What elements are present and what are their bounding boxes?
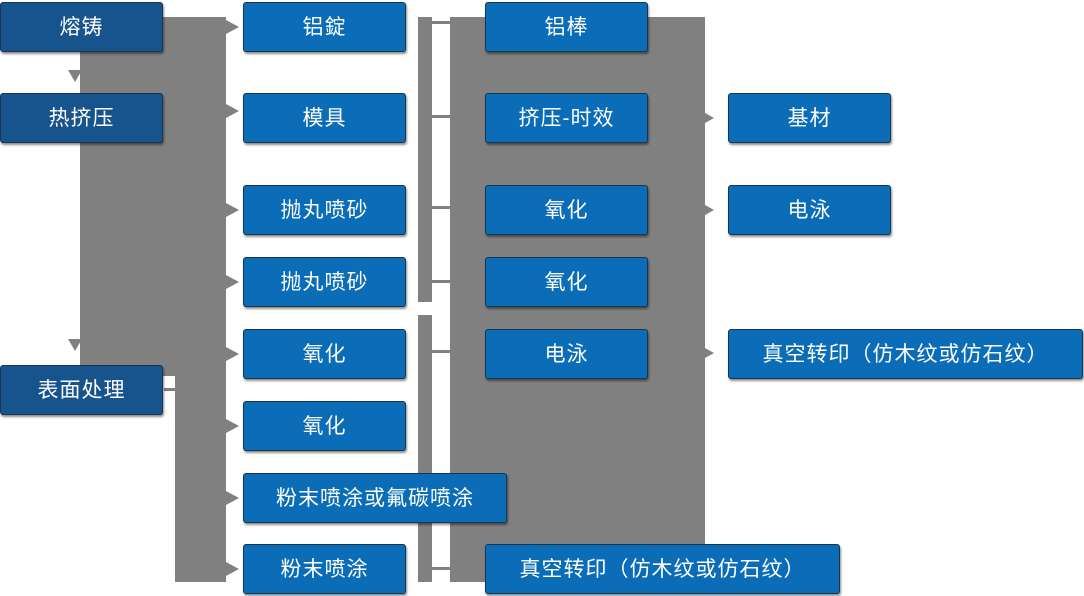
process-box-oxidation-2[interactable]: 氧化 — [485, 257, 648, 307]
connector-arrow-output-electrophoresis — [705, 205, 714, 215]
stage-box-hot-extrusion[interactable]: 热挤压 — [0, 93, 163, 143]
process-label-oxidation-1: 氧化 — [544, 198, 589, 222]
connector-arrow-input-6 — [226, 419, 239, 433]
input-box-oxidation-1[interactable]: 氧化 — [243, 329, 406, 379]
output-box-vacuum-transfer[interactable]: 真空转印（仿木纹或仿石纹） — [728, 329, 1083, 379]
process-label-aluminum-bar: 铝棒 — [544, 15, 589, 39]
connector-arrow-down-melt-to-extrusion — [68, 70, 82, 82]
stage-box-surface-treatment[interactable]: 表面处理 — [0, 365, 163, 415]
output-box-electrophoresis[interactable]: 电泳 — [728, 185, 891, 235]
input-box-shot-blast-1[interactable]: 抛丸喷砂 — [243, 185, 406, 235]
input-box-mold[interactable]: 模具 — [243, 93, 406, 143]
connector-tie-3 — [432, 206, 452, 209]
process-box-extrusion-aging[interactable]: 挤压-时效 — [485, 93, 648, 143]
stage-label-surface-treatment: 表面处理 — [37, 378, 126, 402]
connector-arrow-input-3 — [226, 203, 239, 217]
connector-trunk-upper — [80, 17, 226, 376]
connector-tie-1 — [432, 21, 452, 24]
process-box-vacuum-transfer[interactable]: 真空转印（仿木纹或仿石纹） — [485, 544, 840, 594]
stage-label-melt-cast: 熔铸 — [59, 15, 104, 39]
process-box-oxidation-1[interactable]: 氧化 — [485, 185, 648, 235]
process-label-oxidation-2: 氧化 — [544, 270, 589, 294]
connector-arrow-input-2 — [226, 104, 239, 118]
input-label-mold: 模具 — [302, 106, 347, 130]
input-label-powder-or-fluorocarbon: 粉末喷涂或氟碳喷涂 — [276, 486, 474, 510]
process-box-electrophoresis[interactable]: 电泳 — [485, 329, 648, 379]
input-box-oxidation-2[interactable]: 氧化 — [243, 401, 406, 451]
connector-tie-4 — [432, 280, 452, 283]
connector-rail-narrow-upper — [418, 17, 432, 302]
connector-arrow-input-8 — [226, 562, 239, 576]
connector-arrow-output-base — [705, 113, 714, 123]
output-box-base-material[interactable]: 基材 — [728, 93, 891, 143]
input-label-powder-coating: 粉末喷涂 — [280, 557, 369, 581]
input-label-shot-blast-2: 抛丸喷砂 — [280, 270, 369, 294]
output-label-electrophoresis: 电泳 — [787, 198, 832, 222]
connector-trunk-lower — [175, 376, 226, 582]
connector-arrow-input-4 — [226, 275, 239, 289]
input-box-shot-blast-2[interactable]: 抛丸喷砂 — [243, 257, 406, 307]
connector-stub-surface-treatment — [164, 388, 186, 391]
input-label-oxidation-1: 氧化 — [302, 342, 347, 366]
process-label-vacuum-transfer: 真空转印（仿木纹或仿石纹） — [519, 557, 806, 581]
connector-arrow-input-5 — [226, 347, 239, 361]
process-label-electrophoresis: 电泳 — [544, 342, 589, 366]
input-box-powder-or-fluorocarbon[interactable]: 粉末喷涂或氟碳喷涂 — [243, 473, 507, 523]
connector-tie-5 — [432, 350, 452, 353]
connector-arrow-down-to-surface — [68, 339, 82, 351]
process-label-extrusion-aging: 挤压-时效 — [518, 106, 615, 130]
output-label-vacuum-transfer: 真空转印（仿木纹或仿石纹） — [762, 342, 1049, 366]
input-label-aluminum-ingot: 铝錠 — [302, 15, 347, 39]
connector-rail-narrow-lower — [418, 315, 432, 582]
connector-arrow-input-1 — [226, 20, 239, 34]
stage-label-hot-extrusion: 热挤压 — [48, 106, 115, 130]
connector-arrow-input-7 — [226, 491, 239, 505]
connector-arrow-output-vacuum — [705, 348, 714, 358]
connector-tie-2 — [432, 115, 452, 118]
stage-box-melt-cast[interactable]: 熔铸 — [0, 2, 163, 52]
input-label-oxidation-2: 氧化 — [302, 414, 347, 438]
process-box-aluminum-bar[interactable]: 铝棒 — [485, 2, 648, 52]
input-box-aluminum-ingot[interactable]: 铝錠 — [243, 2, 406, 52]
output-label-base-material: 基材 — [787, 106, 832, 130]
connector-tie-6 — [432, 567, 452, 570]
input-box-powder-coating[interactable]: 粉末喷涂 — [243, 544, 406, 594]
input-label-shot-blast-1: 抛丸喷砂 — [280, 198, 369, 222]
